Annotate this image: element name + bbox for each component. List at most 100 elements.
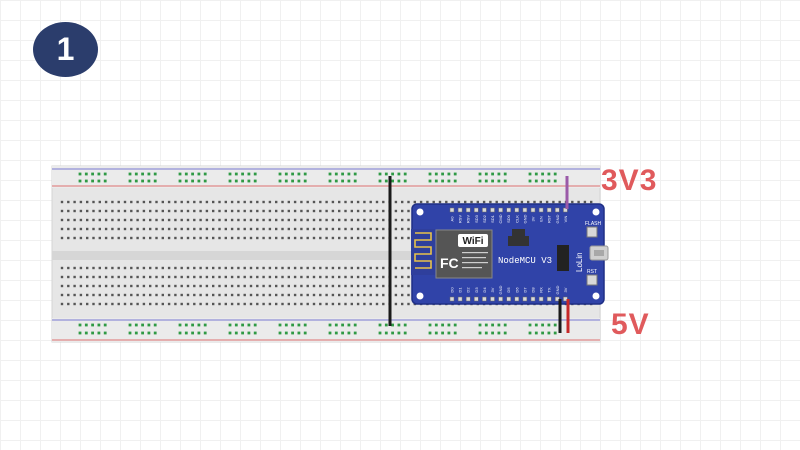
rail-hole xyxy=(303,323,307,327)
rail-hole xyxy=(391,323,394,327)
breadboard-hole xyxy=(350,275,353,279)
pin-label: D0 xyxy=(450,287,455,293)
breadboard-hole xyxy=(123,236,127,240)
rail-hole xyxy=(141,331,144,335)
breadboard-hole xyxy=(293,293,297,297)
flash-button xyxy=(586,226,598,238)
breadboard-hole xyxy=(356,200,360,204)
breadboard-hole xyxy=(111,275,114,279)
breadboard-hole xyxy=(590,200,593,204)
breadboard-hole xyxy=(218,302,221,306)
breadboard-hole xyxy=(445,200,448,204)
rail-hole xyxy=(228,179,232,183)
breadboard-hole xyxy=(193,266,196,270)
breadboard-hole xyxy=(130,275,133,279)
breadboard-hole xyxy=(92,266,95,270)
breadboard-hole xyxy=(224,302,227,306)
breadboard-hole xyxy=(476,200,479,204)
mount-hole xyxy=(592,208,600,216)
breadboard-hole xyxy=(218,218,221,222)
rail-hole xyxy=(184,331,188,335)
board-pin xyxy=(538,296,544,302)
rail-hole xyxy=(378,179,382,183)
breadboard-hole xyxy=(130,218,133,222)
breadboard-hole xyxy=(117,200,120,204)
breadboard-hole xyxy=(306,227,309,231)
breadboard-hole xyxy=(350,293,353,297)
breadboard-hole xyxy=(86,236,89,240)
rail-hole xyxy=(297,179,301,183)
breadboard-hole xyxy=(186,200,190,204)
rail-hole xyxy=(534,179,538,183)
breadboard-hole xyxy=(344,266,347,270)
breadboard-hole xyxy=(155,236,158,240)
breadboard-hole xyxy=(92,284,95,288)
breadboard-hole xyxy=(79,200,83,204)
breadboard-hole xyxy=(224,284,227,288)
board-pin xyxy=(482,207,487,213)
breadboard-hole xyxy=(344,218,347,222)
breadboard-hole xyxy=(501,200,505,204)
breadboard-hole xyxy=(174,227,177,231)
breadboard-hole xyxy=(161,302,164,306)
breadboard-hole xyxy=(243,302,246,306)
breadboard-hole xyxy=(319,275,322,279)
breadboard-hole xyxy=(199,218,202,222)
breadboard-hole xyxy=(224,266,227,270)
breadboard-hole xyxy=(60,266,64,270)
breadboard-hole xyxy=(369,284,372,288)
rail-hole xyxy=(303,172,307,176)
breadboard-hole xyxy=(268,284,272,288)
rail-hole xyxy=(484,323,488,327)
rail-hole xyxy=(147,172,151,176)
rail-hole xyxy=(178,179,182,183)
breadboard-hole xyxy=(104,284,108,288)
breadboard-hole xyxy=(155,293,158,297)
rail-hole xyxy=(247,331,251,335)
board-pin xyxy=(482,296,487,302)
breadboard-hole xyxy=(300,236,303,240)
breadboard-hole xyxy=(464,200,467,204)
rail-hole xyxy=(84,323,88,327)
rail-hole xyxy=(253,323,257,327)
breadboard-hole xyxy=(104,209,108,213)
board-pin xyxy=(555,207,560,213)
breadboard-hole xyxy=(117,266,120,270)
breadboard-hole xyxy=(60,275,64,279)
breadboard-hole xyxy=(167,302,171,306)
rail-hole xyxy=(347,179,351,183)
breadboard-hole xyxy=(180,209,183,213)
breadboard-hole xyxy=(300,284,303,288)
micro-usb-inner xyxy=(594,250,604,256)
module-marking xyxy=(462,262,488,264)
breadboard-hole xyxy=(350,284,353,288)
breadboard-hole xyxy=(86,275,89,279)
breadboard-hole xyxy=(60,200,64,204)
breadboard-hole xyxy=(79,275,83,279)
breadboard-hole xyxy=(186,266,190,270)
breadboard-hole xyxy=(356,284,360,288)
regulator-tab xyxy=(512,229,525,236)
rail-hole xyxy=(497,331,501,335)
rail-hole xyxy=(241,323,244,327)
breadboard-hole xyxy=(205,227,209,231)
breadboard-hole xyxy=(212,209,215,213)
breadboard-hole xyxy=(218,227,221,231)
breadboard-hole xyxy=(73,200,76,204)
breadboard-hole xyxy=(130,209,133,213)
breadboard-hole xyxy=(356,275,360,279)
breadboard-hole xyxy=(287,266,290,270)
top-power-rail xyxy=(52,166,600,188)
breadboard-hole xyxy=(457,200,461,204)
breadboard-hole xyxy=(363,209,366,213)
breadboard-hole xyxy=(98,284,101,288)
rail-hole xyxy=(478,323,482,327)
rail-hole xyxy=(403,179,407,183)
board-pin xyxy=(465,296,471,302)
breadboard-hole xyxy=(312,266,316,270)
pin-label: CMD xyxy=(498,214,503,223)
breadboard-hole xyxy=(356,236,360,240)
rail-hole xyxy=(128,323,132,327)
